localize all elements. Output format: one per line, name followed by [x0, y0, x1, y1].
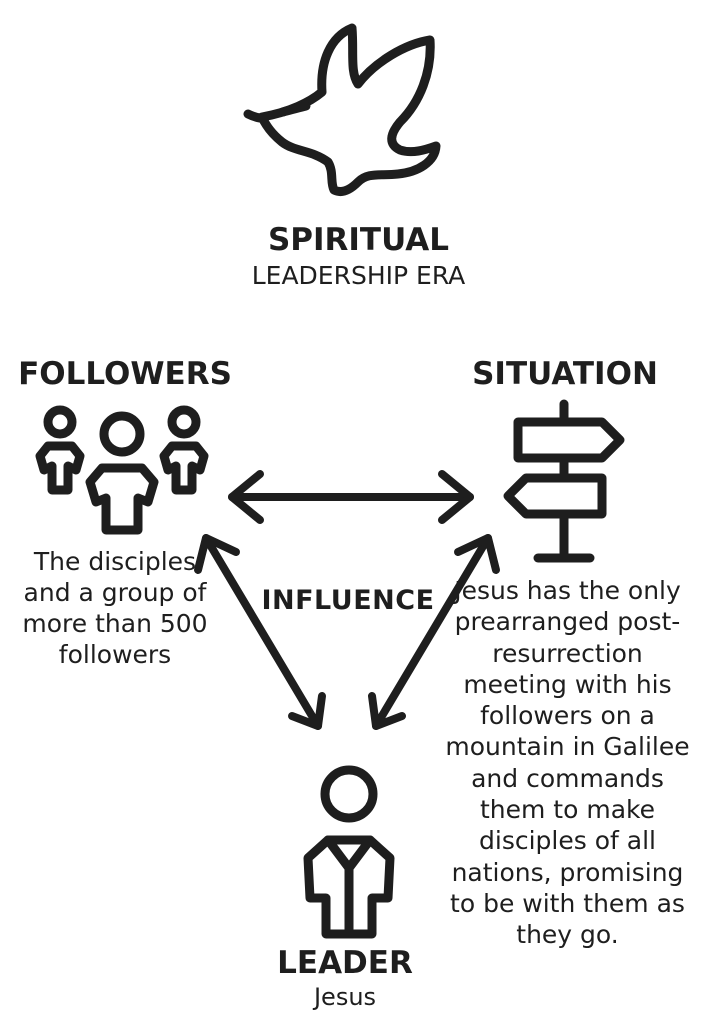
followers-title: FOLLOWERS — [18, 356, 232, 392]
signpost-icon — [503, 399, 625, 563]
group-of-people-icon — [35, 405, 209, 535]
era-subtitle: LEADERSHIP ERA — [251, 261, 466, 290]
leader-title: LEADER — [277, 945, 413, 981]
leader-name: Jesus — [313, 983, 377, 1011]
dove-icon — [243, 23, 441, 197]
person-icon — [303, 765, 395, 939]
arrow-followers-leader — [194, 534, 326, 730]
era-title: SPIRITUAL — [267, 222, 450, 258]
followers-description: The disciples and a group of more than 5… — [22, 547, 208, 669]
arrow-situation-leader — [368, 534, 500, 730]
situation-description: Jesus has the only prearranged post-resu… — [445, 576, 690, 950]
arrow-followers-situation — [228, 470, 474, 524]
situation-title: SITUATION — [472, 356, 658, 392]
influence-label: INFLUENCE — [261, 585, 435, 616]
